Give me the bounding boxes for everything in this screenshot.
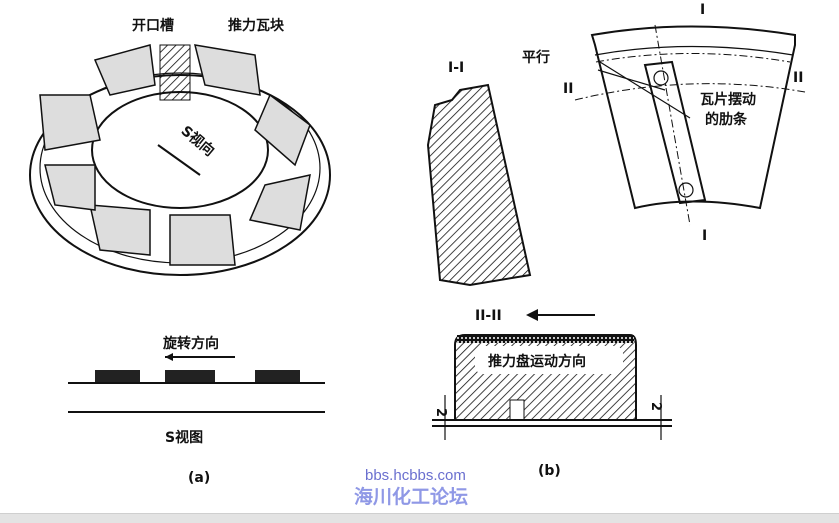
watermark-name: 海川化工论坛 bbox=[354, 485, 468, 508]
label-pad: 推力瓦块 bbox=[228, 17, 285, 34]
section-I-I bbox=[426, 83, 532, 287]
label-parallel: 平行 bbox=[522, 49, 550, 66]
label-rotation: 旋转方向 bbox=[162, 335, 219, 352]
dim-left: 2 bbox=[433, 408, 448, 417]
watermark-url: bbs.hcbbs.com bbox=[365, 467, 466, 484]
s-view-section bbox=[68, 370, 325, 413]
mark-I-bottom: I bbox=[702, 228, 707, 244]
mark-II-right: II bbox=[793, 70, 803, 86]
label-rib-line2: 的肋条 bbox=[705, 111, 748, 128]
section-II-II-label: II-II bbox=[475, 308, 502, 324]
label-s-view: S视图 bbox=[165, 429, 203, 446]
bottom-bar bbox=[0, 513, 839, 523]
mark-I-top: I bbox=[700, 2, 705, 18]
pad-top-view bbox=[574, 24, 806, 226]
label-slot: 开口槽 bbox=[132, 17, 174, 34]
label-motion-direction: 推力盘运动方向 bbox=[488, 353, 586, 370]
caption-a: (a) bbox=[188, 470, 210, 486]
dim-right: 2 bbox=[648, 402, 663, 411]
thrust-pads bbox=[39, 44, 311, 266]
s-view-arrow bbox=[157, 144, 201, 176]
pad-ring-figure bbox=[29, 44, 331, 276]
mark-II-left: II bbox=[563, 81, 573, 97]
caption-b: (b) bbox=[538, 463, 561, 479]
label-rib-line1: 瓦片摆动 bbox=[700, 91, 756, 108]
section-I-I-label: I-I bbox=[448, 60, 464, 76]
label-s-view-dir: S视向 bbox=[178, 122, 218, 160]
